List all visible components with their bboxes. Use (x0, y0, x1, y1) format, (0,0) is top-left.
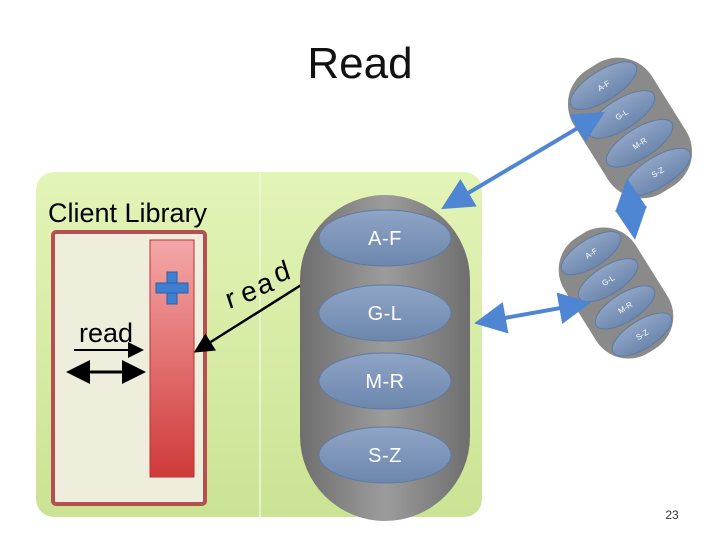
server-shard-a-f (318, 209, 452, 267)
server-shard-label-2: M-R (365, 371, 405, 393)
replica-node-middle: A-F G-L M-R S-Z (558, 227, 674, 359)
replication-arrow-server-top (441, 111, 605, 210)
replication-arrow-server-middle (474, 292, 591, 334)
page-number: 23 (665, 508, 679, 522)
plus-icon (155, 271, 189, 305)
slide-title: Read (307, 39, 413, 88)
server-shards (318, 209, 452, 484)
client-library-label: Client Library (48, 198, 208, 228)
server-shard-g-l (318, 284, 452, 342)
server-shard-m-r (318, 352, 452, 410)
server-shard-label-1: G-L (367, 303, 403, 325)
server-shard-label-0: A-F (368, 228, 402, 250)
server-shard-s-z (318, 426, 452, 484)
local-read-label: read (79, 318, 134, 348)
server-shard-label-3: S-Z (368, 445, 402, 467)
replication-arrow-top-middle (615, 178, 647, 240)
